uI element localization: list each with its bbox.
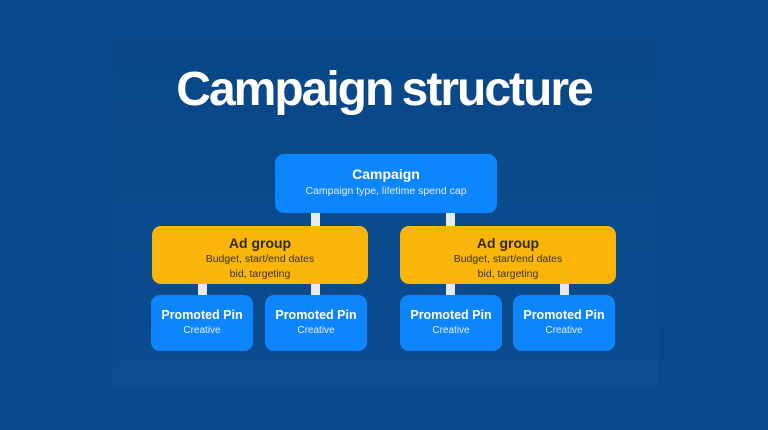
promoted-pin-node: Promoted Pin Creative	[400, 295, 502, 351]
promoted-pin-node: Promoted Pin Creative	[151, 295, 253, 351]
campaign-node-title: Campaign	[352, 166, 420, 182]
promoted-pin-node-title: Promoted Pin	[523, 308, 605, 322]
ad-group-node: Ad group Budget, start/end dates bid, ta…	[400, 226, 616, 284]
connector-line	[446, 206, 455, 232]
promoted-pin-node-title: Promoted Pin	[410, 308, 492, 322]
connector-line	[560, 278, 569, 300]
connector-line	[446, 278, 455, 300]
ad-group-node-line2: bid, targeting	[477, 268, 539, 281]
ad-group-node: Ad group Budget, start/end dates bid, ta…	[152, 226, 368, 284]
promoted-pin-node-subtitle: Creative	[183, 325, 221, 337]
ad-group-node-title: Ad group	[228, 235, 292, 251]
ad-group-node-line2: bid, targeting	[229, 268, 291, 281]
ad-group-node-title: Ad group	[476, 235, 540, 251]
promoted-pin-node-subtitle: Creative	[545, 325, 583, 337]
promoted-pin-node-title: Promoted Pin	[275, 308, 357, 322]
promoted-pin-node: Promoted Pin Creative	[513, 295, 615, 351]
page-title: Campaign structure	[176, 63, 593, 116]
promoted-pin-node: Promoted Pin Creative	[265, 295, 367, 351]
promoted-pin-node-subtitle: Creative	[297, 325, 335, 337]
connector-line	[311, 278, 320, 300]
promoted-pin-node-subtitle: Creative	[432, 325, 470, 337]
ad-group-node-line1: Budget, start/end dates	[453, 253, 563, 266]
connector-line	[198, 278, 207, 300]
campaign-node: Campaign Campaign type, lifetime spend c…	[275, 154, 497, 213]
promoted-pin-node-title: Promoted Pin	[161, 308, 243, 322]
ad-group-node-line1: Budget, start/end dates	[205, 253, 315, 266]
connector-line	[311, 206, 320, 232]
campaign-node-subtitle: Campaign type, lifetime spend cap	[305, 185, 467, 198]
